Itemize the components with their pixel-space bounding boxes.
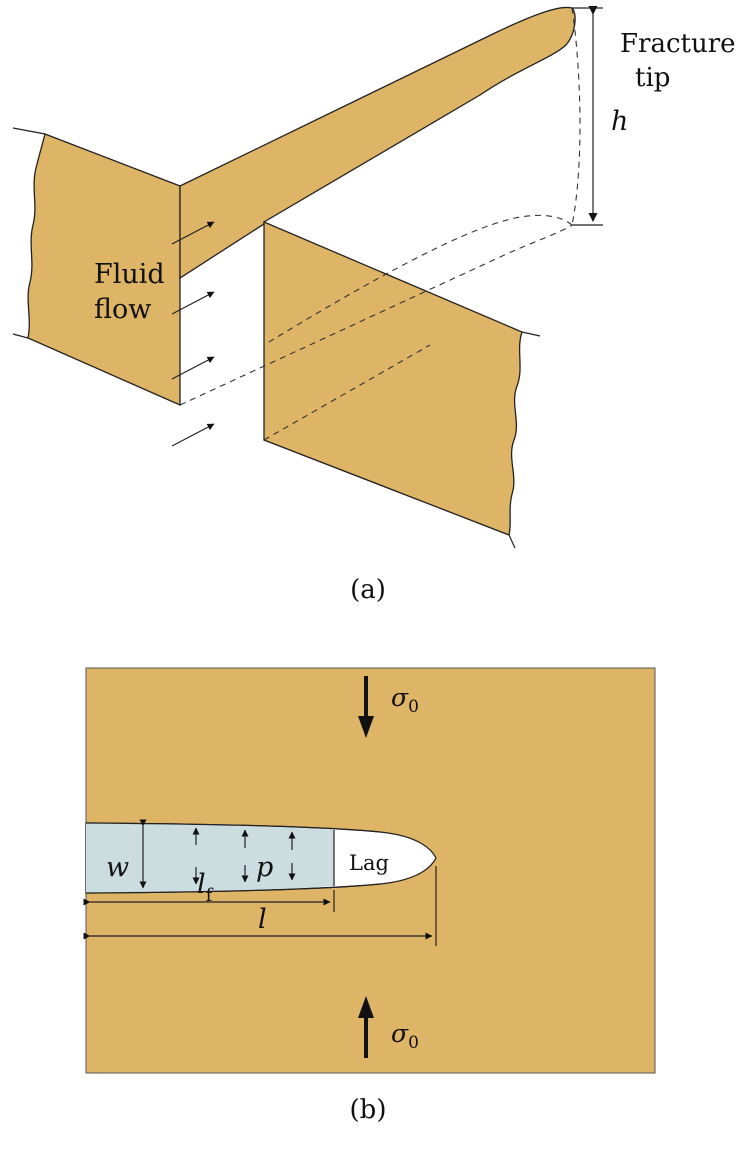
sigma-top-label: σ0 <box>391 683 419 717</box>
total-length-label: l <box>258 904 267 935</box>
fluid-length-label: lf <box>197 869 214 906</box>
flow-arrow <box>171 423 215 447</box>
right-rock-block <box>263 221 523 536</box>
caption-a: (a) <box>350 575 386 605</box>
flow-arrow <box>171 221 215 245</box>
height-label: h <box>611 106 628 137</box>
fracture-tip-label-line1: Fracture <box>620 29 736 59</box>
caption-b: (b) <box>350 1095 387 1125</box>
pressure-label: p <box>256 852 273 883</box>
lag-label: Lag <box>349 851 389 875</box>
width-label: w <box>106 852 129 883</box>
fluid-flow-label-line2: flow <box>94 294 151 325</box>
fluid-flow-label-line1: Fluid <box>94 259 165 290</box>
fracture-wing <box>179 6 576 280</box>
left-rock-block <box>27 133 181 406</box>
fluid-filled-region <box>86 823 334 893</box>
flow-arrow <box>171 291 215 315</box>
fracture-tip-label-line2: tip <box>635 63 670 93</box>
sigma-bottom-label: σ0 <box>391 1019 419 1053</box>
flow-arrow <box>171 356 215 380</box>
panel-b: σ0 σ0 w p Lag lf l (b) <box>83 667 656 1125</box>
panel-a: Fracture tip h Fluid flow (a) <box>12 6 736 605</box>
